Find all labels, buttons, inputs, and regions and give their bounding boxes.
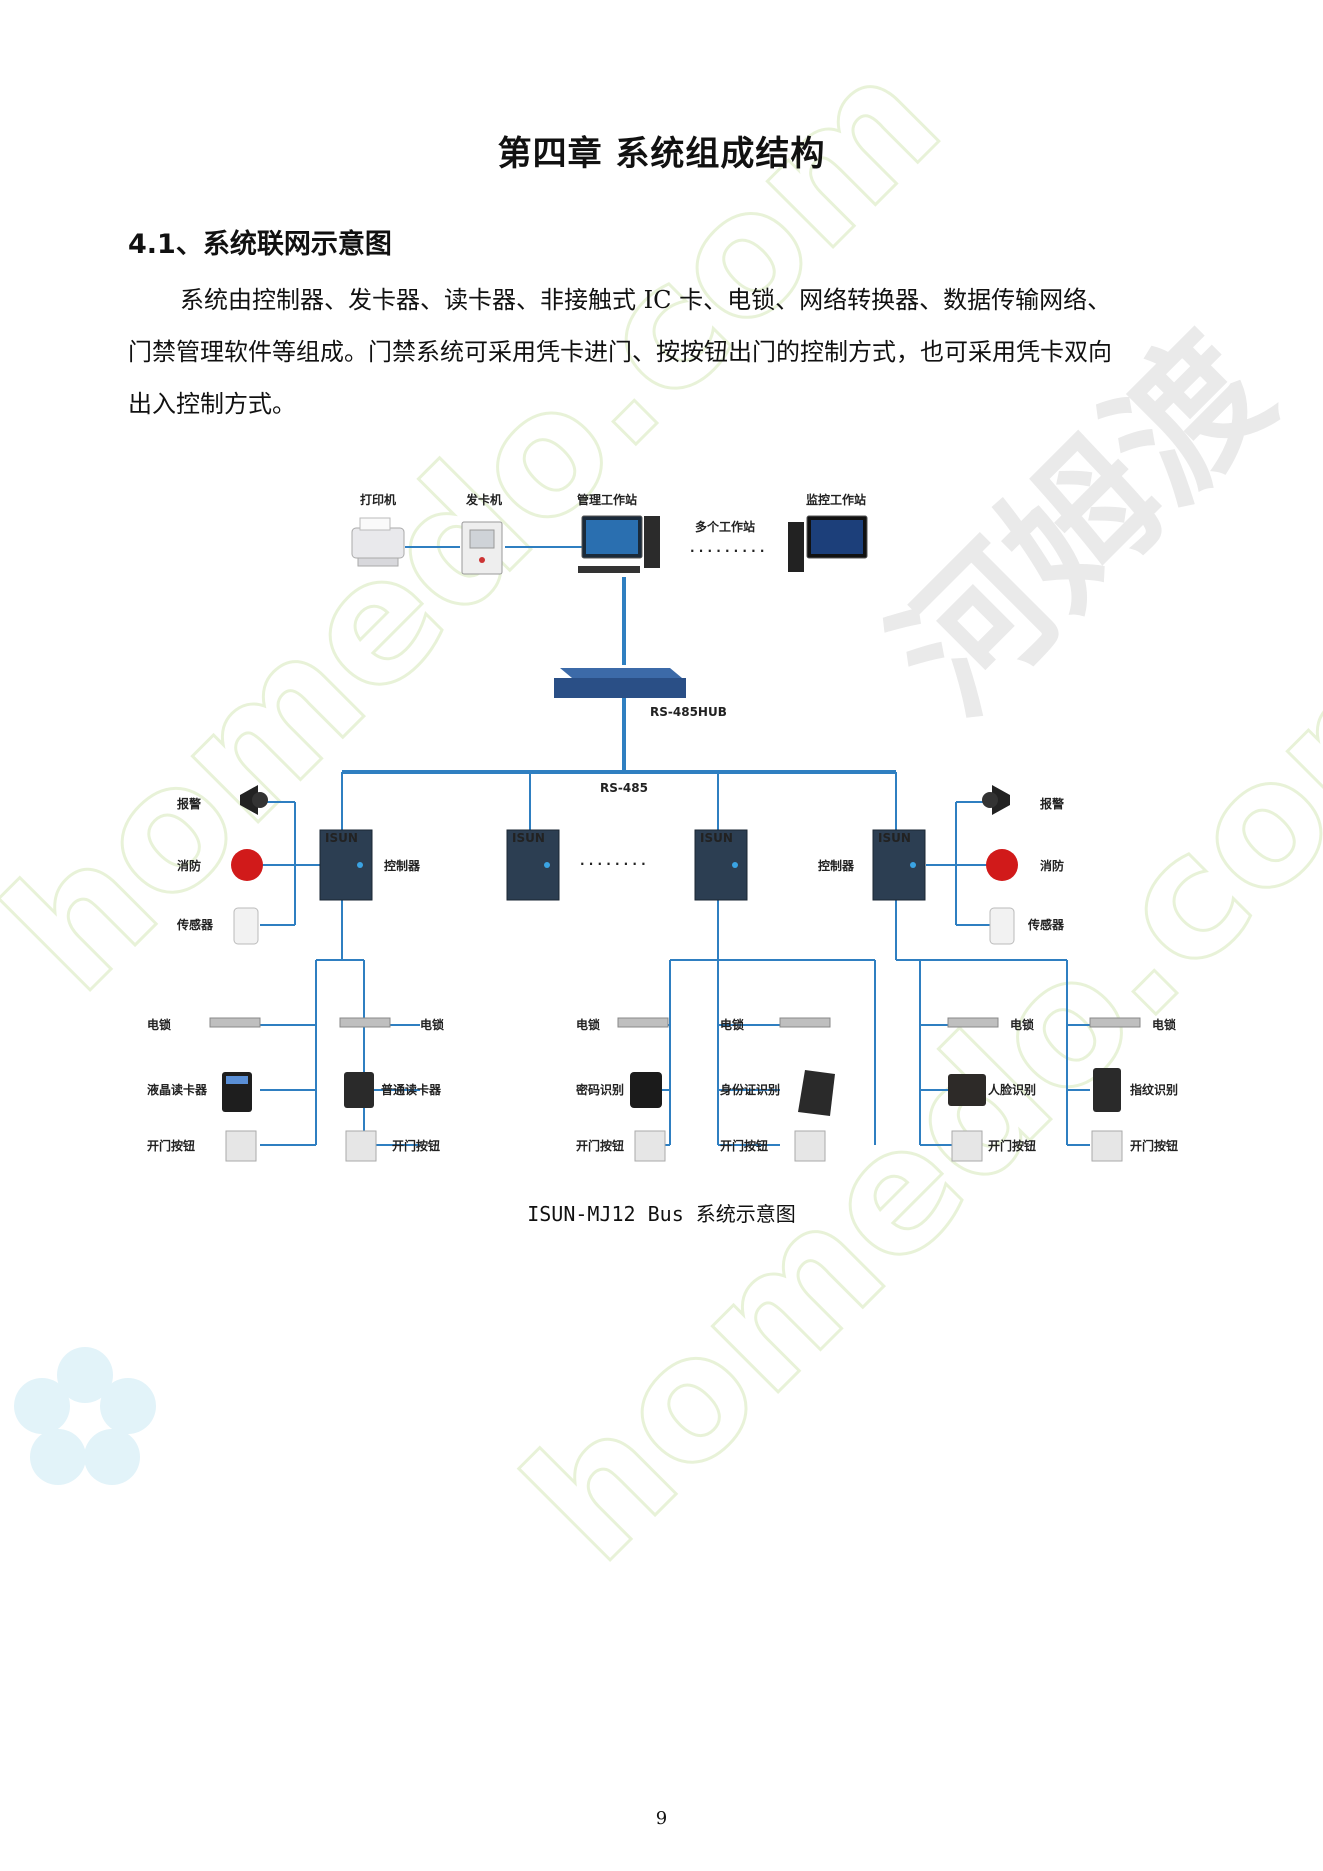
fire-alarm-icon bbox=[986, 849, 1018, 881]
exit-button-label: 开门按钮 bbox=[576, 1138, 624, 1153]
electric-lock-icon bbox=[779, 1017, 831, 1028]
paragraph-line: 门禁管理软件等组成。门禁系统可采用凭卡进门、按按钮出门的控制方式，也可采用凭卡双… bbox=[128, 338, 1112, 366]
controller-label-left: 控制器 bbox=[384, 858, 421, 873]
controller-4-icon bbox=[872, 829, 926, 901]
card-issuer-icon bbox=[461, 521, 503, 575]
alarm-siren-icon bbox=[240, 785, 268, 815]
sensor-label-left: 传感器 bbox=[176, 917, 214, 932]
id-card-reader-icon bbox=[798, 1070, 835, 1116]
section-title: 4.1、系统联网示意图 bbox=[128, 229, 392, 260]
chapter-title: 第四章 系统组成结构 bbox=[497, 134, 826, 174]
electric-lock-icon bbox=[209, 1017, 261, 1028]
paragraph-line: 系统由控制器、发卡器、读卡器、非接触式 IC 卡、电锁、网络转换器、数据传输网络… bbox=[180, 286, 1112, 314]
connection-lines bbox=[260, 546, 1090, 1146]
bus-label: RS-485 bbox=[600, 781, 648, 795]
hub-label: RS-485HUB bbox=[650, 705, 727, 719]
motion-sensor-icon bbox=[233, 907, 259, 945]
network-diagram: 打印机 发卡机 管理工作站 多个工作站 · · · · · · · · · 监控… bbox=[147, 492, 1178, 1162]
exit-button-label: 开门按钮 bbox=[988, 1138, 1036, 1153]
exit-button-icon bbox=[951, 1130, 983, 1162]
exit-button-icon bbox=[634, 1130, 666, 1162]
sensor-label-right: 传感器 bbox=[1027, 917, 1065, 932]
multi-workstation-label: 多个工作站 bbox=[695, 519, 755, 534]
controller-brand: ISUN bbox=[325, 831, 358, 845]
fire-label-left: 消防 bbox=[177, 858, 201, 873]
alarm-label-left: 报警 bbox=[177, 796, 201, 811]
lock-label: 电锁 bbox=[147, 1017, 171, 1032]
management-workstation-icon bbox=[578, 515, 660, 573]
keypad-reader-icon bbox=[630, 1072, 662, 1108]
exit-button-label: 开门按钮 bbox=[392, 1138, 440, 1153]
body-paragraph: 系统由控制器、发卡器、读卡器、非接触式 IC 卡、电锁、网络转换器、数据传输网络… bbox=[128, 274, 1238, 430]
electric-lock-icon bbox=[617, 1017, 669, 1028]
page-number: 9 bbox=[655, 1808, 668, 1829]
motion-sensor-icon bbox=[989, 907, 1015, 945]
controller-2-icon bbox=[506, 829, 560, 901]
lock-label: 电锁 bbox=[1152, 1017, 1176, 1032]
lock-label: 电锁 bbox=[1010, 1017, 1034, 1032]
card-reader-icon bbox=[344, 1072, 374, 1108]
normal-reader-label: 普通读卡器 bbox=[381, 1082, 442, 1097]
exit-button-icon bbox=[345, 1130, 377, 1162]
controller-1-icon bbox=[319, 829, 373, 901]
exit-button-label: 开门按钮 bbox=[147, 1138, 195, 1153]
electric-lock-icon bbox=[1089, 1017, 1141, 1028]
controller-3-icon bbox=[694, 829, 748, 901]
controller-brand: ISUN bbox=[878, 831, 911, 845]
fire-alarm-icon bbox=[231, 849, 263, 881]
exit-button-icon bbox=[225, 1130, 257, 1162]
id-card-label: 身份证识别 bbox=[720, 1082, 780, 1097]
electric-lock-icon bbox=[947, 1017, 999, 1028]
workstation-dots: · · · · · · · · · bbox=[690, 544, 764, 558]
exit-button-label: 开门按钮 bbox=[1130, 1138, 1178, 1153]
watermark-flower-icon bbox=[14, 1347, 156, 1485]
exit-button-icon bbox=[1091, 1130, 1123, 1162]
electric-lock-icon bbox=[339, 1017, 391, 1028]
lcd-card-reader-icon bbox=[222, 1072, 252, 1112]
monitoring-workstation-label: 监控工作站 bbox=[806, 492, 866, 507]
lcd-reader-label: 液晶读卡器 bbox=[147, 1082, 208, 1097]
lock-label: 电锁 bbox=[720, 1017, 744, 1032]
face-recognition-icon bbox=[948, 1074, 986, 1106]
card-issuer-label: 发卡机 bbox=[465, 492, 502, 507]
printer-label: 打印机 bbox=[360, 492, 396, 507]
alarm-label-right: 报警 bbox=[1040, 796, 1064, 811]
password-label: 密码识别 bbox=[576, 1082, 624, 1097]
lock-label: 电锁 bbox=[420, 1017, 444, 1032]
fingerprint-label: 指纹识别 bbox=[1130, 1082, 1178, 1097]
alarm-siren-icon bbox=[982, 785, 1010, 815]
controller-brand: ISUN bbox=[512, 831, 545, 845]
rs485-hub-icon bbox=[554, 668, 686, 698]
controller-dots: · · · · · · · · bbox=[580, 857, 646, 871]
management-workstation-label: 管理工作站 bbox=[577, 492, 637, 507]
paragraph-line: 出入控制方式。 bbox=[128, 390, 296, 418]
fire-label-right: 消防 bbox=[1040, 858, 1064, 873]
lock-label: 电锁 bbox=[576, 1017, 600, 1032]
exit-button-icon bbox=[794, 1130, 826, 1162]
exit-button-label: 开门按钮 bbox=[720, 1138, 768, 1153]
controller-brand: ISUN bbox=[700, 831, 733, 845]
fingerprint-reader-icon bbox=[1093, 1068, 1121, 1112]
face-label: 人脸识别 bbox=[988, 1082, 1036, 1097]
figure-caption: ISUN-MJ12 Bus 系统示意图 bbox=[527, 1202, 796, 1226]
monitoring-workstation-icon bbox=[788, 515, 868, 572]
printer-icon bbox=[351, 517, 405, 567]
controller-label-right: 控制器 bbox=[818, 858, 855, 873]
